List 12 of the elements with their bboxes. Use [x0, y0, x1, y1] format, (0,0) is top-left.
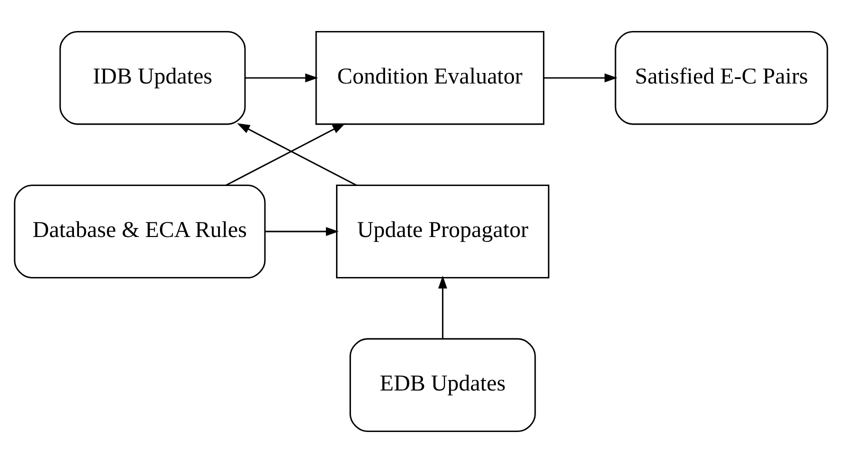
arrow: [544, 72, 618, 82]
arrow: [245, 72, 318, 82]
arrow: [438, 275, 448, 338]
node-box: Update Propagator: [336, 184, 550, 278]
node-box: EDB Updates: [350, 338, 536, 432]
node-box: Condition Evaluator: [315, 30, 544, 124]
arrow: [265, 226, 339, 236]
node-box: IDB Updates: [59, 30, 246, 124]
node-box: Satisfied E-C Pairs: [614, 30, 828, 124]
arrow: [237, 122, 357, 186]
node-box: Database & ECA Rules: [14, 184, 266, 278]
arrow: [226, 122, 346, 186]
